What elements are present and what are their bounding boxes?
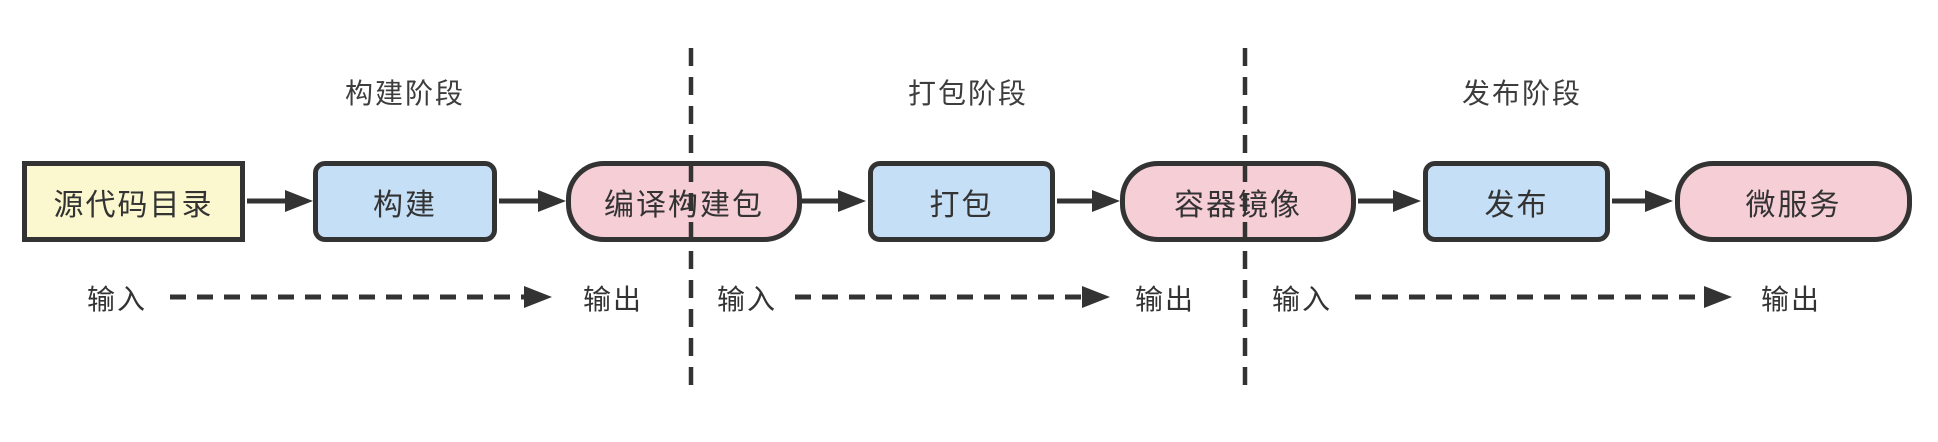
flow-arrow-3 xyxy=(802,190,866,212)
io-output-stage1: 输出 xyxy=(582,284,643,315)
stage-title-release: 发布阶段 xyxy=(1461,78,1582,109)
io-input-stage3: 输入 xyxy=(1271,284,1332,315)
io-dashed-arrow-stage2 xyxy=(795,286,1110,308)
flow-arrow-6 xyxy=(1612,190,1673,212)
node-release: 发布 xyxy=(1423,161,1610,242)
flow-arrow-4 xyxy=(1057,190,1120,212)
io-dashed-arrow-stage1 xyxy=(170,286,552,308)
stage-title-package: 打包阶段 xyxy=(907,78,1028,109)
flow-arrow-5 xyxy=(1358,190,1421,212)
node-build-package: 编译构建包 xyxy=(566,161,802,242)
io-output-stage2: 输出 xyxy=(1134,284,1195,315)
flow-arrow-2 xyxy=(499,190,566,212)
node-source-code-dir: 源代码目录 xyxy=(22,161,245,242)
node-package: 打包 xyxy=(868,161,1055,242)
node-container-image: 容器镜像 xyxy=(1120,161,1356,242)
stage-title-build: 构建阶段 xyxy=(344,78,465,109)
io-input-stage2: 输入 xyxy=(716,284,777,315)
flow-arrow-1 xyxy=(247,190,313,212)
io-output-stage3: 输出 xyxy=(1760,284,1821,315)
node-microservice: 微服务 xyxy=(1675,161,1912,242)
io-dashed-arrow-stage3 xyxy=(1355,286,1732,308)
io-input-stage1: 输入 xyxy=(86,284,147,315)
node-build: 构建 xyxy=(313,161,497,242)
